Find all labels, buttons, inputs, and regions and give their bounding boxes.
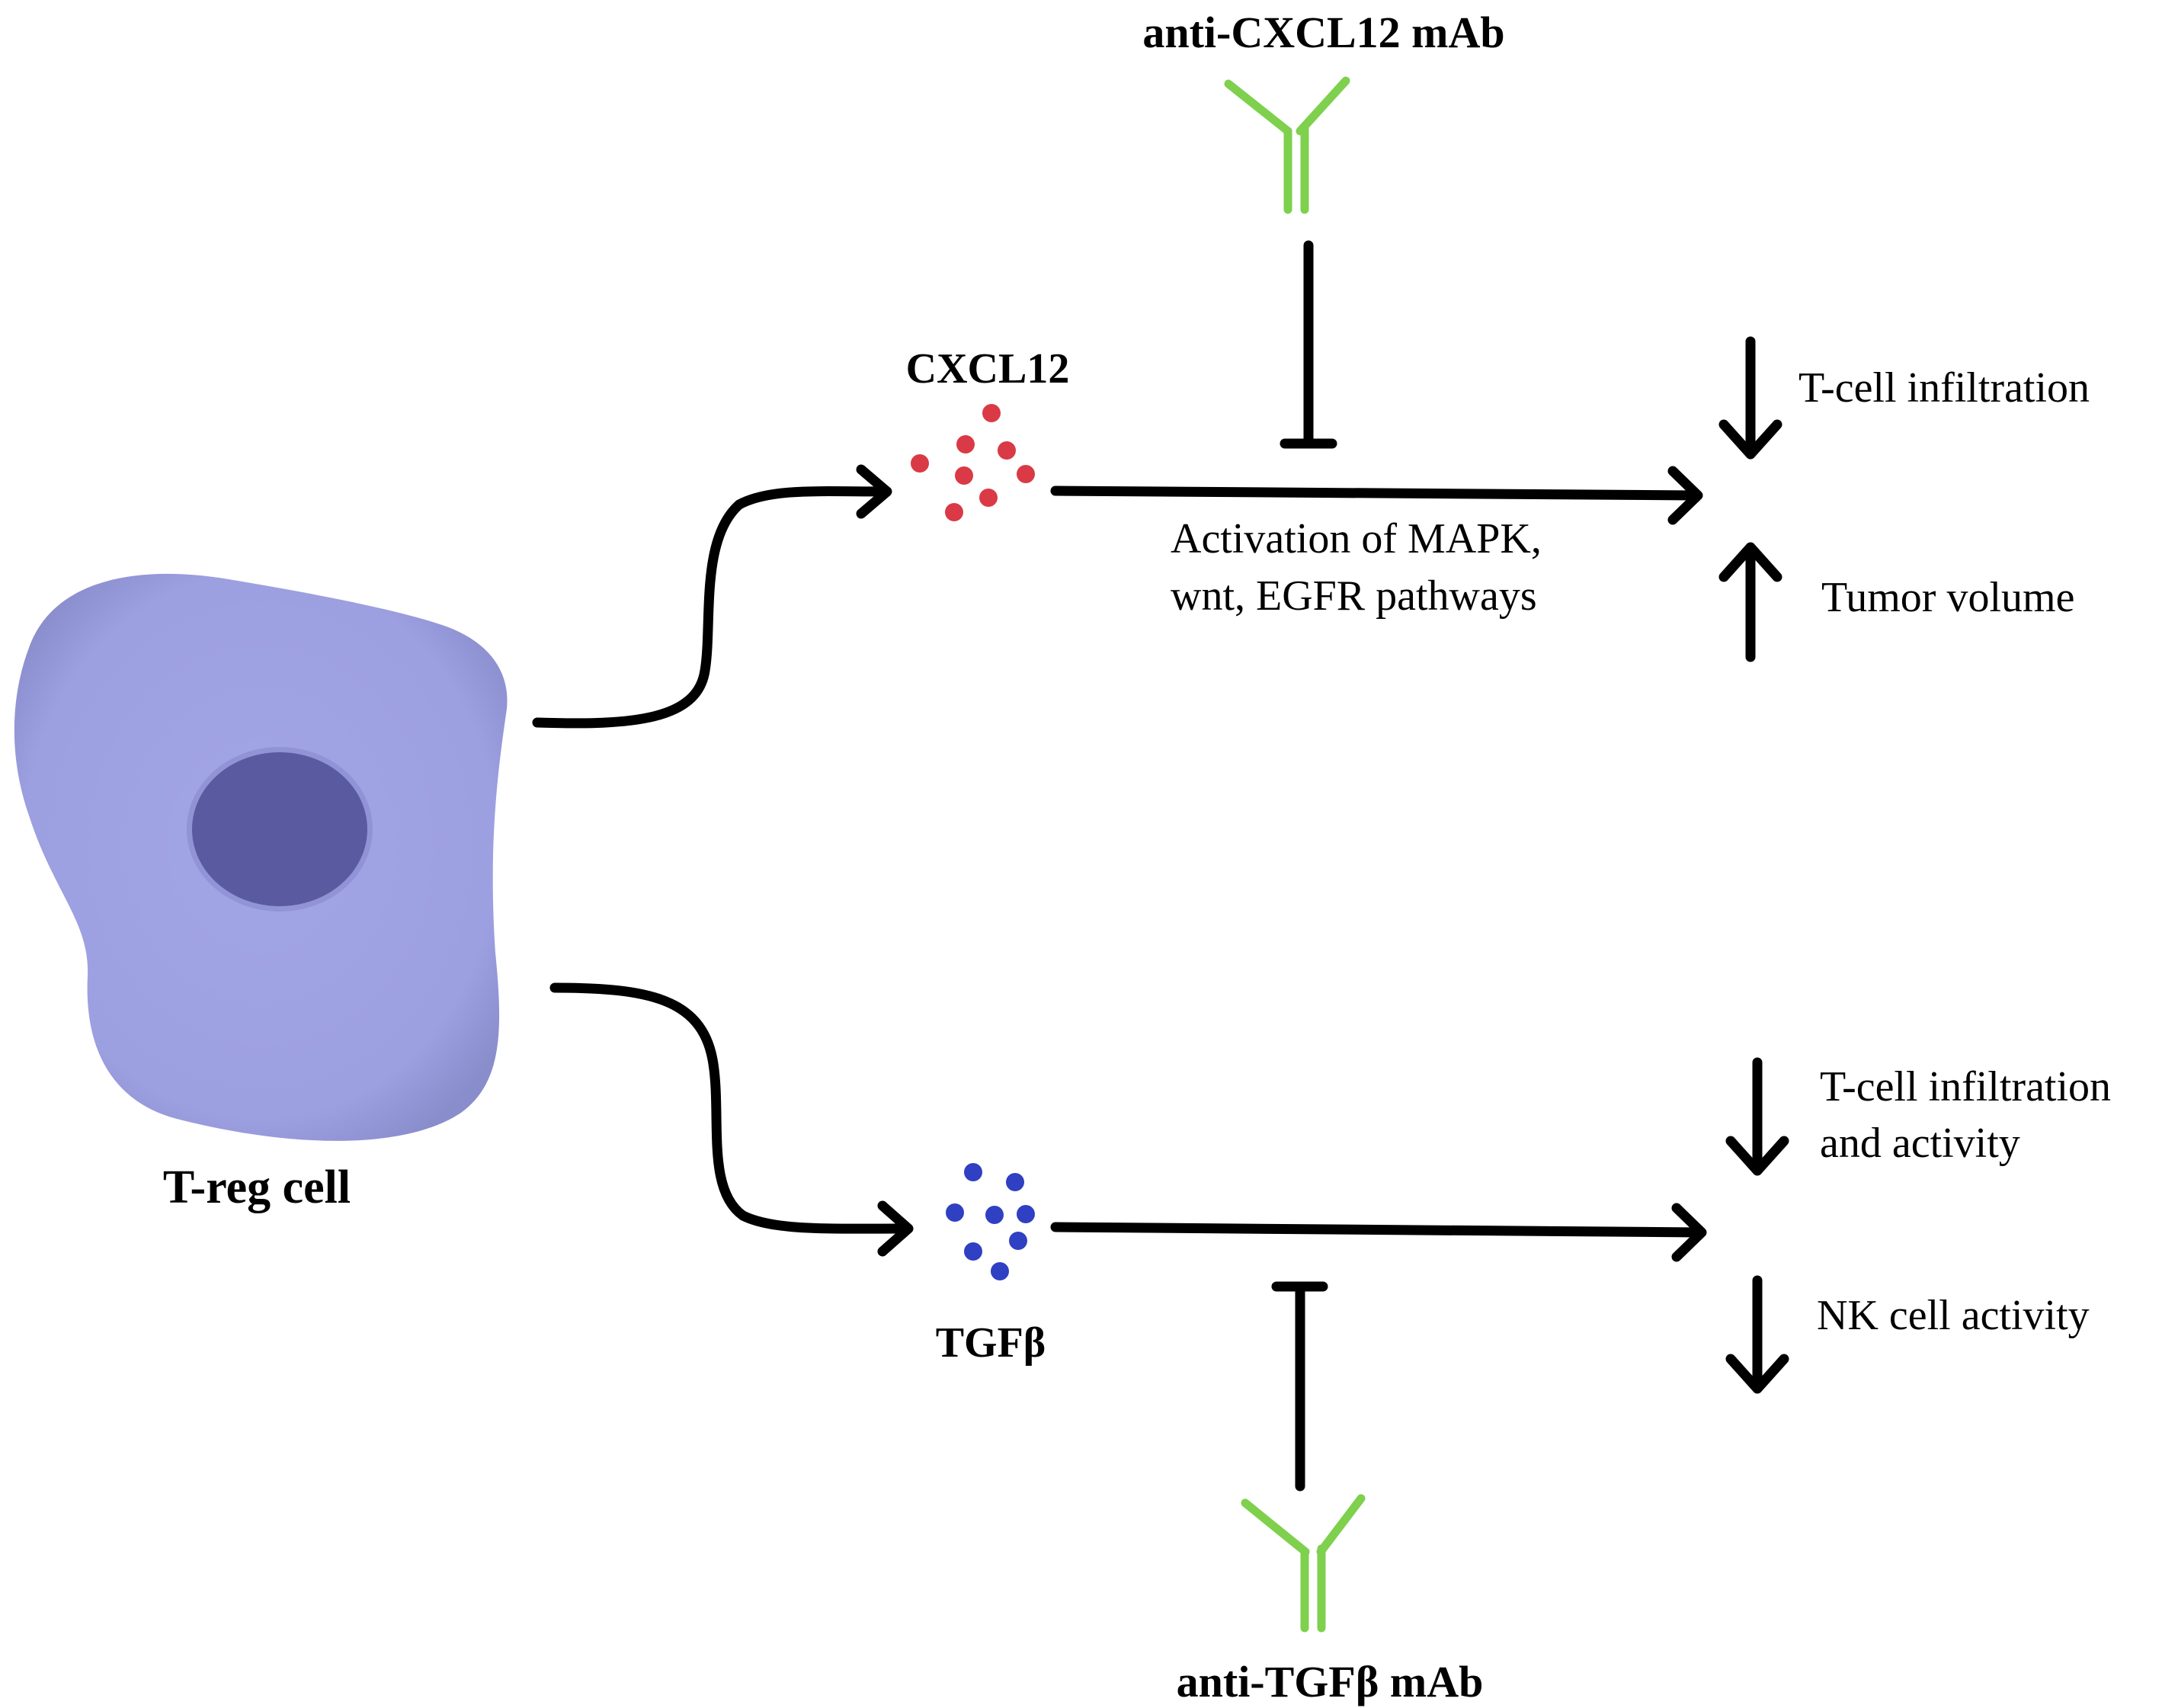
treg-cell: T-reg cell — [14, 573, 508, 1213]
cxcl12-dot — [956, 435, 975, 453]
tgfb-dot — [985, 1206, 1004, 1224]
anti-cxcl12-label: anti-CXCL12 mAb — [1142, 8, 1504, 57]
inhibition-bar — [1280, 240, 1337, 449]
tgfb-dot — [991, 1262, 1009, 1280]
nucleus — [192, 752, 367, 906]
top-effect-1: T-cell infiltration — [1718, 336, 2090, 460]
mechanism-line-1: Activation of MAPK, — [1171, 515, 1542, 562]
tgfb-dot — [964, 1242, 982, 1261]
effect-label: T-cell infiltration — [1820, 1063, 2111, 1110]
tgfb-dot — [964, 1163, 982, 1181]
tgfb-pathway-arrow — [1050, 1222, 1705, 1238]
tgfb-dot — [1006, 1173, 1024, 1191]
cxcl12-pathway-arrowhead — [1667, 466, 1703, 525]
down-arrow-icon — [1725, 1057, 1789, 1176]
top-pathway: CXCL12 Activation of MAPK, wnt, EGFR pat… — [532, 8, 2090, 729]
cxcl12-dot — [998, 441, 1016, 460]
cxcl12-dot — [945, 503, 963, 521]
cell-to-cxcl12-arrow — [532, 486, 889, 729]
mechanism-line-2: wnt, EGFR pathways — [1171, 572, 1537, 620]
anti-tgfb-label: anti-TGFβ mAb — [1177, 1657, 1484, 1706]
cxcl12-molecules — [911, 404, 1035, 521]
cxcl12-dot — [979, 489, 998, 507]
effect-label: T-cell infiltration — [1798, 364, 2090, 412]
cell-to-tgfb-arrow — [549, 982, 905, 1234]
cxcl12-pathway-arrow — [1050, 485, 1701, 501]
cxcl12-dot — [1017, 465, 1035, 483]
cxcl12-arrowhead — [856, 464, 892, 519]
down-arrow-icon — [1718, 336, 1782, 460]
cxcl12-label: CXCL12 — [906, 345, 1070, 393]
cxcl12-dot — [982, 404, 1001, 422]
effect-label: Tumor volume — [1821, 574, 2074, 621]
effect-label: NK cell activity — [1817, 1292, 2090, 1339]
bottom-effect-1: T-cell infiltration and activity — [1725, 1057, 2111, 1176]
effect-label: and activity — [1820, 1120, 2020, 1167]
tgfb-arrowhead — [877, 1200, 914, 1257]
tgfb-molecules — [946, 1163, 1035, 1280]
tgfb-dot — [1017, 1205, 1035, 1223]
down-arrow-icon — [1725, 1275, 1789, 1394]
cxcl12-dot — [911, 454, 929, 473]
cxcl12-dot — [955, 466, 973, 485]
bottom-effect-2: NK cell activity — [1725, 1275, 2090, 1394]
tgfb-dot — [1009, 1232, 1027, 1250]
up-arrow-icon — [1718, 542, 1782, 662]
tgfb-dot — [946, 1203, 964, 1222]
bottom-pathway: TGFβ anti-TGFβ mAb T-cell infiltration a… — [549, 982, 2111, 1706]
top-effect-2: Tumor volume — [1718, 542, 2074, 662]
inhibition-bar — [1271, 1281, 1328, 1492]
antibody-icon — [1241, 1494, 1366, 1633]
tgfb-label: TGFβ — [936, 1319, 1046, 1367]
antibody-icon — [1224, 76, 1350, 214]
cell-label: T-reg cell — [163, 1162, 351, 1213]
tgfb-pathway-arrowhead — [1671, 1203, 1707, 1262]
